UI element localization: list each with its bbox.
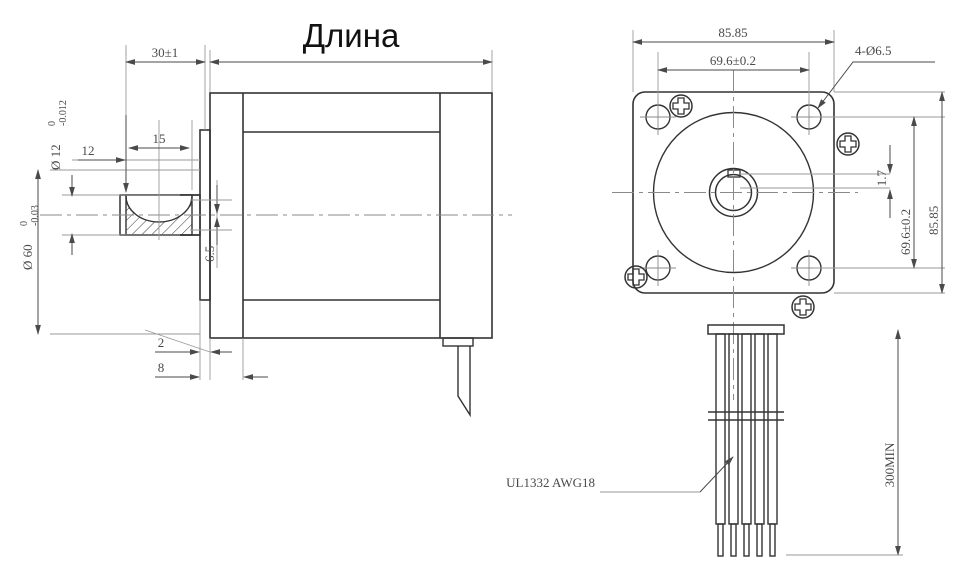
screw-icon <box>624 265 648 289</box>
dim-hole-spacing-v: 69.6±0.2 <box>898 116 917 269</box>
dim-body-height: 85.85 <box>926 91 945 294</box>
dim-hole-spec-label: 4-Ø6.5 <box>855 43 891 58</box>
dim-keyway-height-label: 1.7 <box>874 170 889 187</box>
dim-shaft-tol-upper: 0 <box>47 121 58 126</box>
cable-break-lines <box>708 411 784 421</box>
cable-wire-tips <box>717 523 776 557</box>
dim-flange-tol-upper: 0 <box>19 221 30 226</box>
cable-spec-annotation: UL1332 AWG18 <box>506 456 734 493</box>
dim-hole-spec: 4-Ø6.5 <box>817 43 935 109</box>
dim-cable-length-label: 300MIN <box>882 442 897 487</box>
front-view-group: 85.85 69.6±0.2 4-Ø6.5 1.7 69.6±0.2 85.85 <box>612 25 945 400</box>
drawing-title: Длина <box>303 17 400 54</box>
dim-pilot-length-label: 8 <box>158 360 165 375</box>
dim-key-depth: 6.5 <box>190 185 232 268</box>
dim-shaft-diameter-label: Ø 12 <box>48 144 63 170</box>
side-view-cable <box>442 337 474 418</box>
dim-flange-tol-lower: -0.03 <box>30 205 41 226</box>
cable-wires <box>715 333 778 525</box>
dim-hole-spacing-h-label: 69.6±0.2 <box>710 53 756 68</box>
dim-body-width: 85.85 <box>632 25 835 45</box>
dim-body-width-label: 85.85 <box>718 25 747 40</box>
dim-keyway-height: 1.7 <box>874 145 893 218</box>
screw-icon <box>791 295 815 319</box>
phillips-screws <box>624 94 860 319</box>
dim-hole-spacing-v-label: 69.6±0.2 <box>898 209 913 255</box>
side-view-group: 30±1 Длина Ø 12 0 -0.012 Ø 60 0 -0.03 15 <box>19 17 512 418</box>
dim-key-start-label: 12 <box>82 143 95 158</box>
dim-cable-length: 300MIN <box>786 329 903 556</box>
screw-icon <box>836 132 860 156</box>
front-extension-lines <box>632 30 945 294</box>
dim-flange-diameter-label: Ø 60 <box>20 244 35 270</box>
side-extension-lines <box>50 45 493 380</box>
cable-exit-block <box>707 324 785 335</box>
dim-key-length: 15 <box>128 131 190 151</box>
dim-shaft-length-label: 30±1 <box>152 45 179 60</box>
dim-total-length: Длина <box>209 17 493 65</box>
dim-key-length-label: 15 <box>153 131 166 146</box>
dim-flange-thickness-label: 2 <box>158 335 165 350</box>
cable-spec-label: UL1332 AWG18 <box>506 475 595 490</box>
dim-shaft-tol-lower: -0.012 <box>58 100 69 126</box>
dim-shaft-diameter: Ø 12 0 -0.012 <box>47 100 69 170</box>
dim-flange-thickness: 2 <box>155 335 232 355</box>
dim-hole-spacing-h: 69.6±0.2 <box>657 53 810 73</box>
dim-key-start: 12 <box>78 143 126 163</box>
dim-key-depth-label: 6.5 <box>202 246 217 262</box>
shaft-inner-circle <box>714 173 753 212</box>
screw-icon <box>669 94 693 118</box>
dim-body-height-label: 85.85 <box>926 206 941 235</box>
cable-group: UL1332 AWG18 300MIN <box>506 324 903 557</box>
dim-pilot-length: 8 <box>155 360 268 380</box>
dim-shaft-length: 30±1 <box>125 45 206 65</box>
